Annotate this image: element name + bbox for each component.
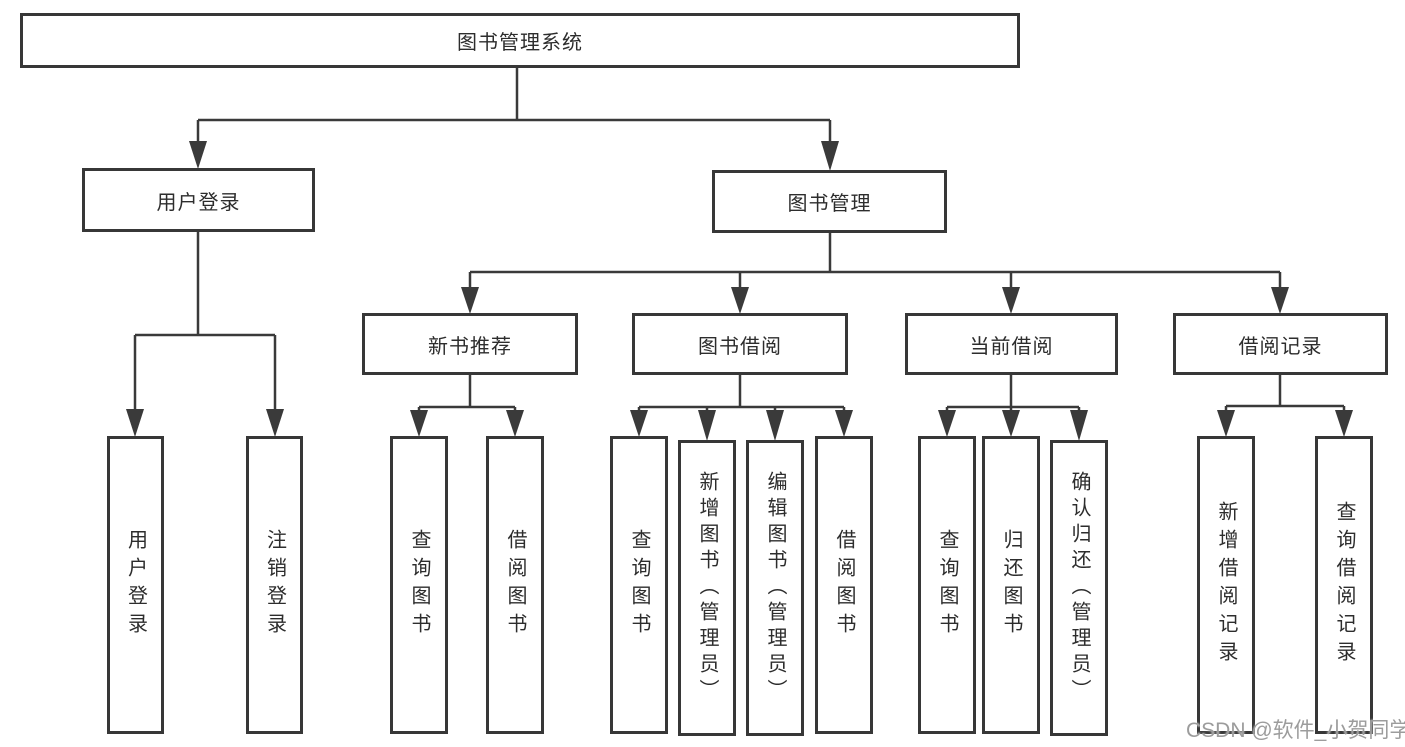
leaf-add-borrow-record: 新增借阅记录 xyxy=(1197,436,1255,734)
leaf-query-books-current: 查询图书 xyxy=(918,436,976,734)
leaf-query-books-borrowing: 查询图书 xyxy=(610,436,668,734)
leaf-add-books-admin: 新增图书（管理员） xyxy=(678,440,736,736)
leaf-query-borrow-record: 查询借阅记录 xyxy=(1315,436,1373,734)
node-book-borrowing: 图书借阅 xyxy=(632,313,848,375)
leaf-return-books: 归还图书 xyxy=(982,436,1040,734)
node-book-management: 图书管理 xyxy=(712,170,947,233)
leaf-query-books-recommend: 查询图书 xyxy=(390,436,448,734)
leaf-edit-books-admin: 编辑图书（管理员） xyxy=(746,440,804,736)
node-root-book-management-system: 图书管理系统 xyxy=(20,13,1020,68)
leaf-borrow-books-borrowing: 借阅图书 xyxy=(815,436,873,734)
csdn-watermark: CSDN @软件_小贺同学 xyxy=(1186,719,1405,742)
node-borrowing-records: 借阅记录 xyxy=(1173,313,1388,375)
leaf-confirm-return-admin: 确认归还（管理员） xyxy=(1050,440,1108,736)
leaf-borrow-books-recommend: 借阅图书 xyxy=(486,436,544,734)
node-current-borrowing: 当前借阅 xyxy=(905,313,1118,375)
node-new-book-recommend: 新书推荐 xyxy=(362,313,578,375)
node-user-login: 用户登录 xyxy=(82,168,315,232)
leaf-logout: 注销登录 xyxy=(246,436,303,734)
leaf-user-login: 用户登录 xyxy=(107,436,164,734)
